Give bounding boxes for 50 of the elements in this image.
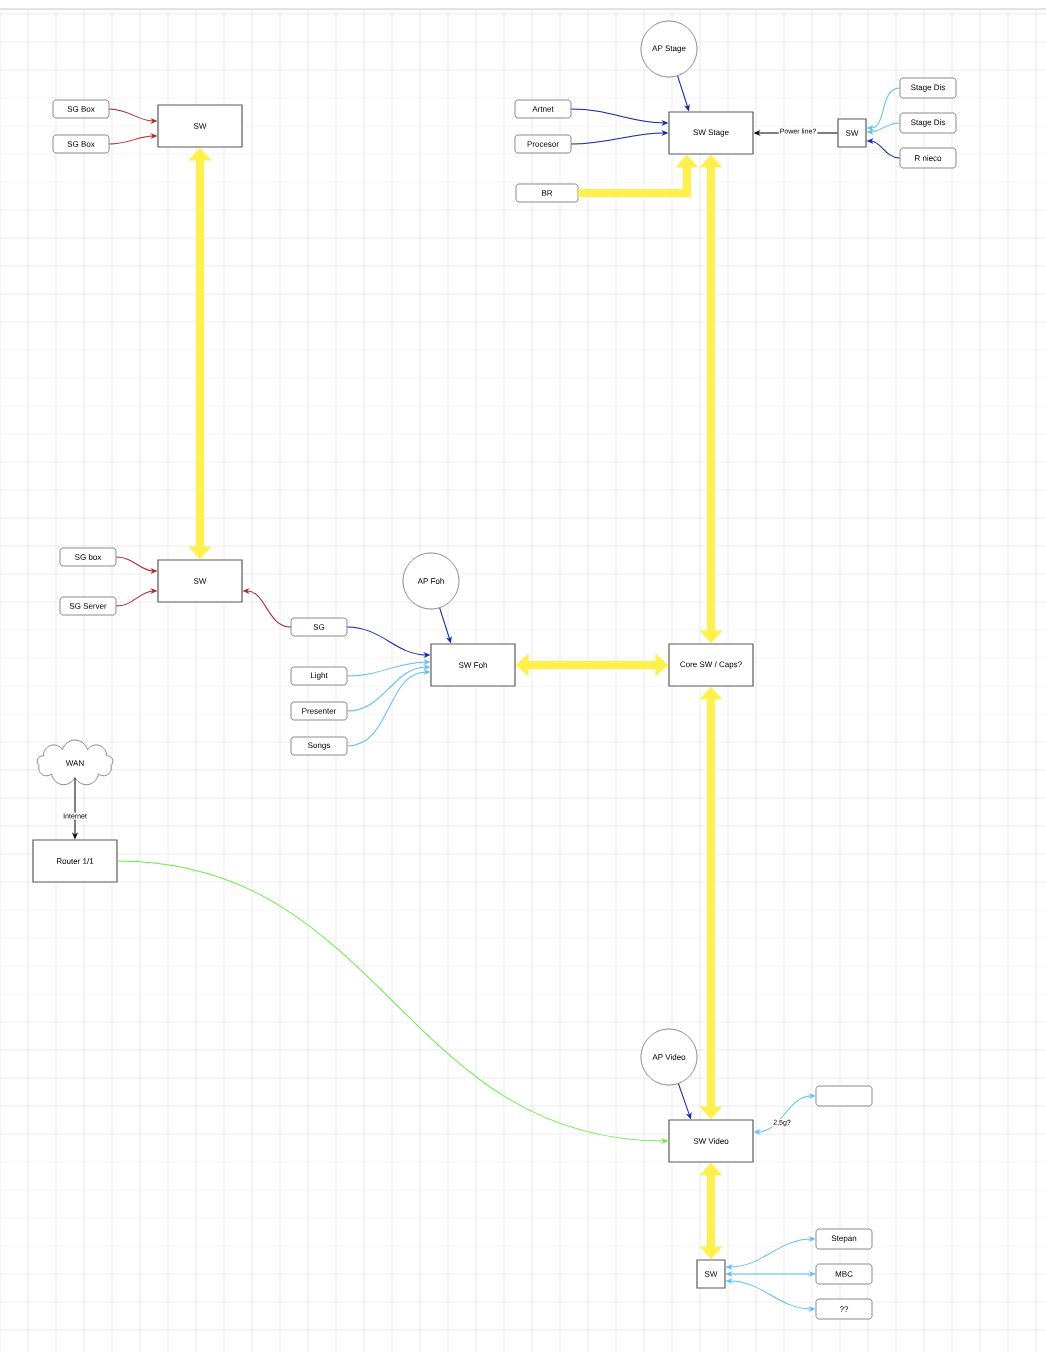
device-box: SG	[290, 617, 348, 637]
arrow	[867, 87, 901, 131]
arrow	[726, 1271, 815, 1277]
device-box: Procesor	[514, 134, 572, 154]
arrow	[754, 1093, 815, 1135]
arrow	[677, 75, 690, 111]
arrow	[570, 108, 668, 126]
device-box: SG box	[59, 547, 117, 567]
device-box: Songs	[290, 736, 348, 756]
switch-box: SW Foh	[430, 643, 516, 687]
arrow	[570, 130, 668, 145]
arrow	[439, 607, 452, 643]
arrow	[346, 659, 430, 677]
arrow	[72, 777, 78, 839]
arrow	[677, 1083, 692, 1119]
arrow	[115, 588, 157, 607]
switch-box: SW	[696, 1259, 726, 1289]
switch-box: SW	[837, 118, 867, 148]
device-box	[815, 1085, 873, 1107]
arrow	[115, 556, 157, 574]
device-box: Light	[290, 666, 348, 686]
arrow	[108, 108, 157, 124]
device-box: R nieco	[899, 147, 957, 169]
switch-box: SW	[157, 559, 243, 603]
device-box: SG Box	[52, 99, 110, 119]
switch-box: Core SW / Caps?	[668, 643, 754, 687]
arrow	[726, 1278, 815, 1312]
switch-box: SW Video	[668, 1119, 754, 1163]
switch-box: SW	[157, 104, 243, 148]
switch-box: SW Stage	[668, 111, 754, 155]
device-box: Artnet	[514, 99, 572, 119]
arrow	[346, 664, 430, 712]
arrow	[346, 626, 430, 658]
device-box: SG Server	[59, 596, 117, 616]
device-box: ??	[815, 1298, 873, 1320]
arrow	[346, 669, 430, 747]
device-box: Stepan	[815, 1228, 873, 1250]
device-box: Stage Dis	[899, 77, 957, 99]
arrow	[117, 860, 668, 1144]
arrow	[108, 133, 157, 145]
switch-box: Router 1/1	[32, 839, 118, 883]
arrow	[243, 588, 292, 628]
device-box: SG Box	[52, 134, 110, 154]
arrow	[726, 1236, 815, 1270]
arrow	[867, 138, 901, 159]
device-box: MBC	[815, 1263, 873, 1285]
device-box: Presenter	[290, 701, 348, 721]
arrow	[867, 122, 901, 135]
device-box: BR	[515, 183, 579, 203]
device-box: Stage Dis	[899, 112, 957, 134]
